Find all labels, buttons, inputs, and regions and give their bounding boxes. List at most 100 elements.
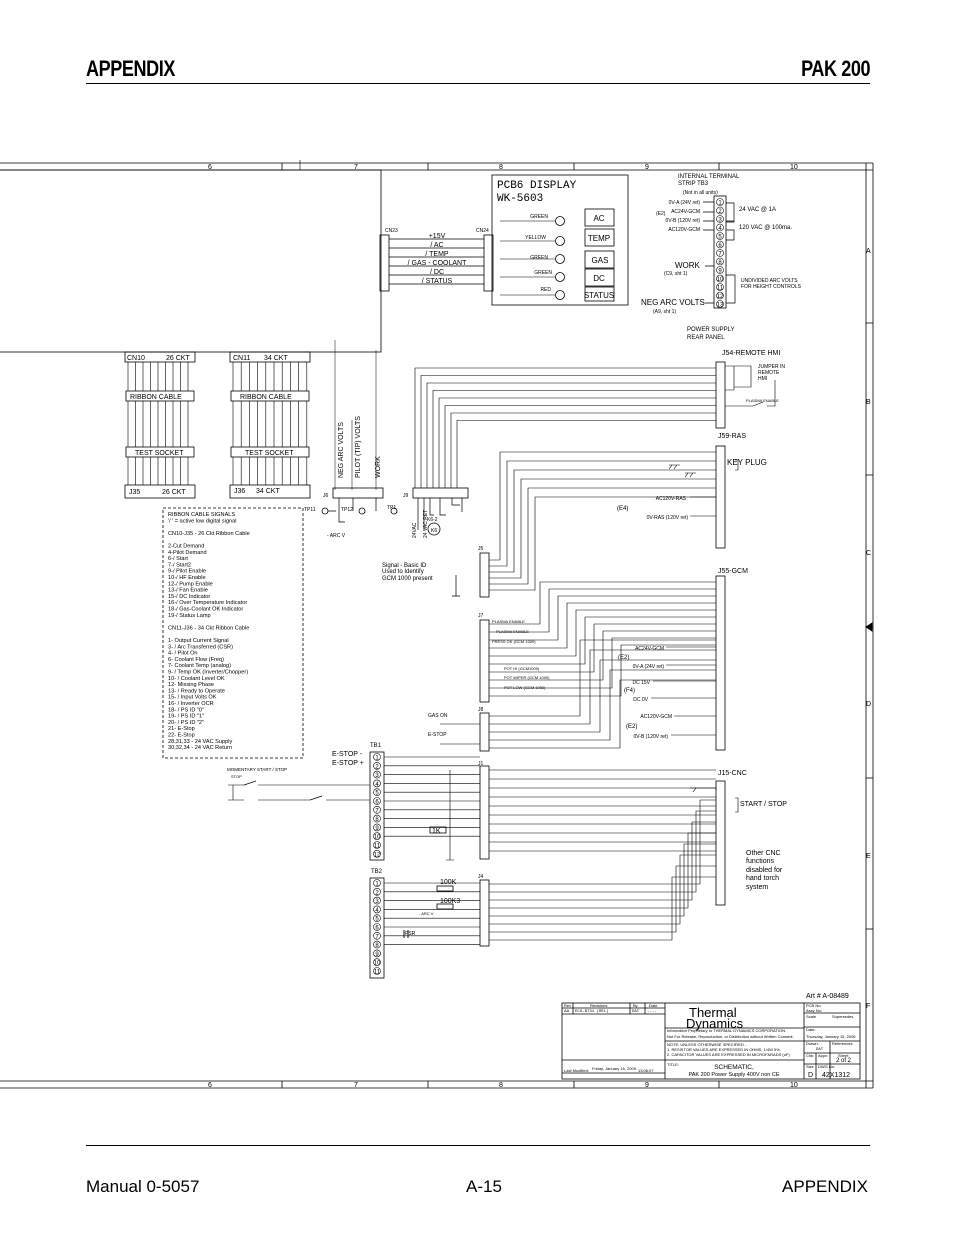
harness-wire bbox=[456, 420, 716, 488]
ovb-gcm: 0V-B (120V ret) bbox=[634, 734, 669, 740]
harness-wire bbox=[384, 818, 716, 834]
j7-plasma-enable-2: PLASMA ENABLE bbox=[496, 629, 529, 634]
harness-wire bbox=[420, 375, 716, 488]
signal-line: 13-/ Fan Enable bbox=[168, 588, 208, 594]
j9-label: J9 bbox=[403, 493, 409, 499]
tb1-terminal bbox=[373, 805, 381, 814]
estop-minus: E-STOP - bbox=[332, 751, 363, 758]
harness-wire bbox=[489, 623, 716, 673]
harness-wire bbox=[426, 382, 716, 488]
harness-wire bbox=[432, 390, 716, 488]
other-cnc-1: Other CNC bbox=[746, 850, 781, 857]
harness-wire bbox=[489, 487, 716, 585]
psu-rear-2: REAR PANEL bbox=[687, 335, 725, 341]
signal-line: CN10-J35 - 26 Ckt Ribbon Cable bbox=[168, 531, 250, 537]
j59-label: J59-RAS bbox=[718, 433, 746, 440]
tb3-terminal bbox=[716, 206, 724, 215]
ova-gcm: 0V-A (24V ret) bbox=[633, 664, 665, 670]
tb-last-mod: Last Modified: bbox=[564, 1068, 589, 1073]
signal-line: 6- Coolant Flow (Freq) bbox=[168, 657, 224, 663]
art-number: Art # A-08489 bbox=[806, 993, 849, 1000]
tb2-terminal bbox=[373, 931, 381, 940]
gas-on-label: GAS ON bbox=[428, 713, 448, 719]
tb1-terminal-number: 3 bbox=[375, 773, 379, 779]
zone-row-d: D bbox=[866, 701, 871, 708]
cn24-label: CN24 bbox=[476, 228, 489, 234]
harness-wire bbox=[384, 821, 716, 901]
tb3-terminal bbox=[716, 249, 724, 257]
tb2-terminal-number: 7 bbox=[375, 934, 379, 940]
tb3-terminal-number: 5 bbox=[718, 235, 722, 241]
dc15: DC 15V bbox=[632, 680, 650, 686]
tb-pcb: PCB No: bbox=[806, 1003, 822, 1008]
k62-label: K6-2 bbox=[427, 517, 438, 523]
tb2-terminal-number: 8 bbox=[375, 943, 379, 949]
harness-wire bbox=[384, 865, 716, 937]
tb-references: References bbox=[832, 1041, 852, 1046]
tb3-work-ref: (C9, sht 1) bbox=[664, 271, 688, 277]
tb3-title: INTERNAL TERMINAL bbox=[678, 174, 740, 180]
harness-wire bbox=[489, 616, 716, 665]
other-cnc-4: hand torch bbox=[746, 875, 779, 882]
ac24-gcm: AC24V-GCM bbox=[635, 646, 664, 652]
signal-line: RIBBON CABLE SIGNALS bbox=[168, 512, 235, 518]
tb3-terminal-number: 7 bbox=[718, 252, 722, 258]
company-name-1: Thermal bbox=[689, 1005, 737, 1020]
tb-dwg-val: 42X1312 bbox=[822, 1072, 850, 1079]
basic-id-1: Signal - Basic ID bbox=[382, 563, 427, 569]
dc0: DC 0V bbox=[633, 697, 648, 703]
header-title-left: APPENDIX bbox=[86, 56, 175, 81]
tb-drawn: Drawn: bbox=[806, 1041, 819, 1046]
tb3-neg: NEG ARC VOLTS bbox=[641, 298, 705, 307]
ribbon-cable-2: RIBBON CABLE bbox=[240, 394, 292, 401]
cn23-label: CN23 bbox=[385, 228, 398, 234]
ac120-ras: AC120V-RAS bbox=[656, 496, 687, 502]
tb2-terminal-number: 6 bbox=[375, 926, 379, 932]
jumper-3: HMI bbox=[758, 376, 767, 382]
tb3-terminal bbox=[716, 232, 724, 240]
24vac-label: 24VAC bbox=[412, 522, 418, 538]
harness-wire bbox=[489, 469, 716, 573]
tb3-terminal-number: 4 bbox=[718, 226, 722, 232]
tb1-terminal-number: 10 bbox=[374, 835, 381, 841]
zone-col-9: 9 bbox=[645, 164, 649, 171]
j36-ckt: 34 CKT bbox=[256, 488, 280, 495]
ribbon-cable-1: RIBBON CABLE bbox=[130, 394, 182, 401]
zone-row-f: F bbox=[866, 1003, 870, 1010]
tb-last-mod-val: Friday, January 16, 2009 bbox=[592, 1066, 637, 1071]
arcv2-label: - ARC V bbox=[419, 911, 434, 916]
signal-line: 12-/ Pump Enable bbox=[168, 581, 213, 587]
signal-line: 2-Cut Demand bbox=[168, 544, 204, 550]
tb-time: 13:06:07 bbox=[638, 1068, 654, 1073]
tb1-terminal bbox=[373, 849, 381, 858]
tb1-terminal bbox=[373, 788, 381, 797]
cn10-label: CN10 bbox=[127, 355, 145, 362]
tb3-terminal-number: 10 bbox=[717, 277, 724, 283]
tb3-terminal-number: 2 bbox=[718, 209, 722, 215]
e4-ref: (E4) bbox=[617, 506, 628, 512]
tb3-terminal-number: 11 bbox=[717, 286, 724, 292]
tb3-undivided-2: FOR HEIGHT CONTROLS bbox=[741, 284, 802, 290]
tb-scale: Scale bbox=[806, 1014, 817, 1019]
harness-wire bbox=[489, 602, 716, 649]
psu-rear-1: POWER SUPPLY bbox=[687, 327, 735, 333]
interface-connectors: J5 J7 J8 J1 J4 PLASMA ENABLE PLASMA ENAB… bbox=[403, 546, 550, 947]
header-title-right: PAK 200 bbox=[801, 56, 870, 81]
neg-arc-volts-label: NEG ARC VOLTS bbox=[338, 422, 345, 478]
zone-row-b: B bbox=[866, 399, 871, 406]
harness-wire bbox=[384, 800, 716, 816]
tb2-terminal bbox=[373, 958, 381, 967]
footer-rule bbox=[86, 1145, 870, 1146]
tb1-terminal-number: 5 bbox=[375, 791, 379, 797]
zone-col-10: 10 bbox=[790, 164, 798, 171]
harness-wire bbox=[384, 791, 716, 807]
harness-wire bbox=[384, 774, 716, 789]
tb3-wire-0vb: 0V-B (120V ret) bbox=[666, 218, 701, 224]
tb-by: By bbox=[633, 1003, 638, 1008]
jumper-2: REMOTE bbox=[758, 370, 780, 376]
company-name-2: Dynamics bbox=[686, 1016, 744, 1031]
pcb6-title: PCB6 DISPLAY bbox=[497, 180, 577, 192]
tb2-terminal bbox=[373, 887, 381, 896]
tb-note-1: NOTE: UNLESS OTHERWISE SPECIFIED - bbox=[667, 1042, 747, 1047]
cn11-ckt: 34 CKT bbox=[264, 355, 288, 362]
